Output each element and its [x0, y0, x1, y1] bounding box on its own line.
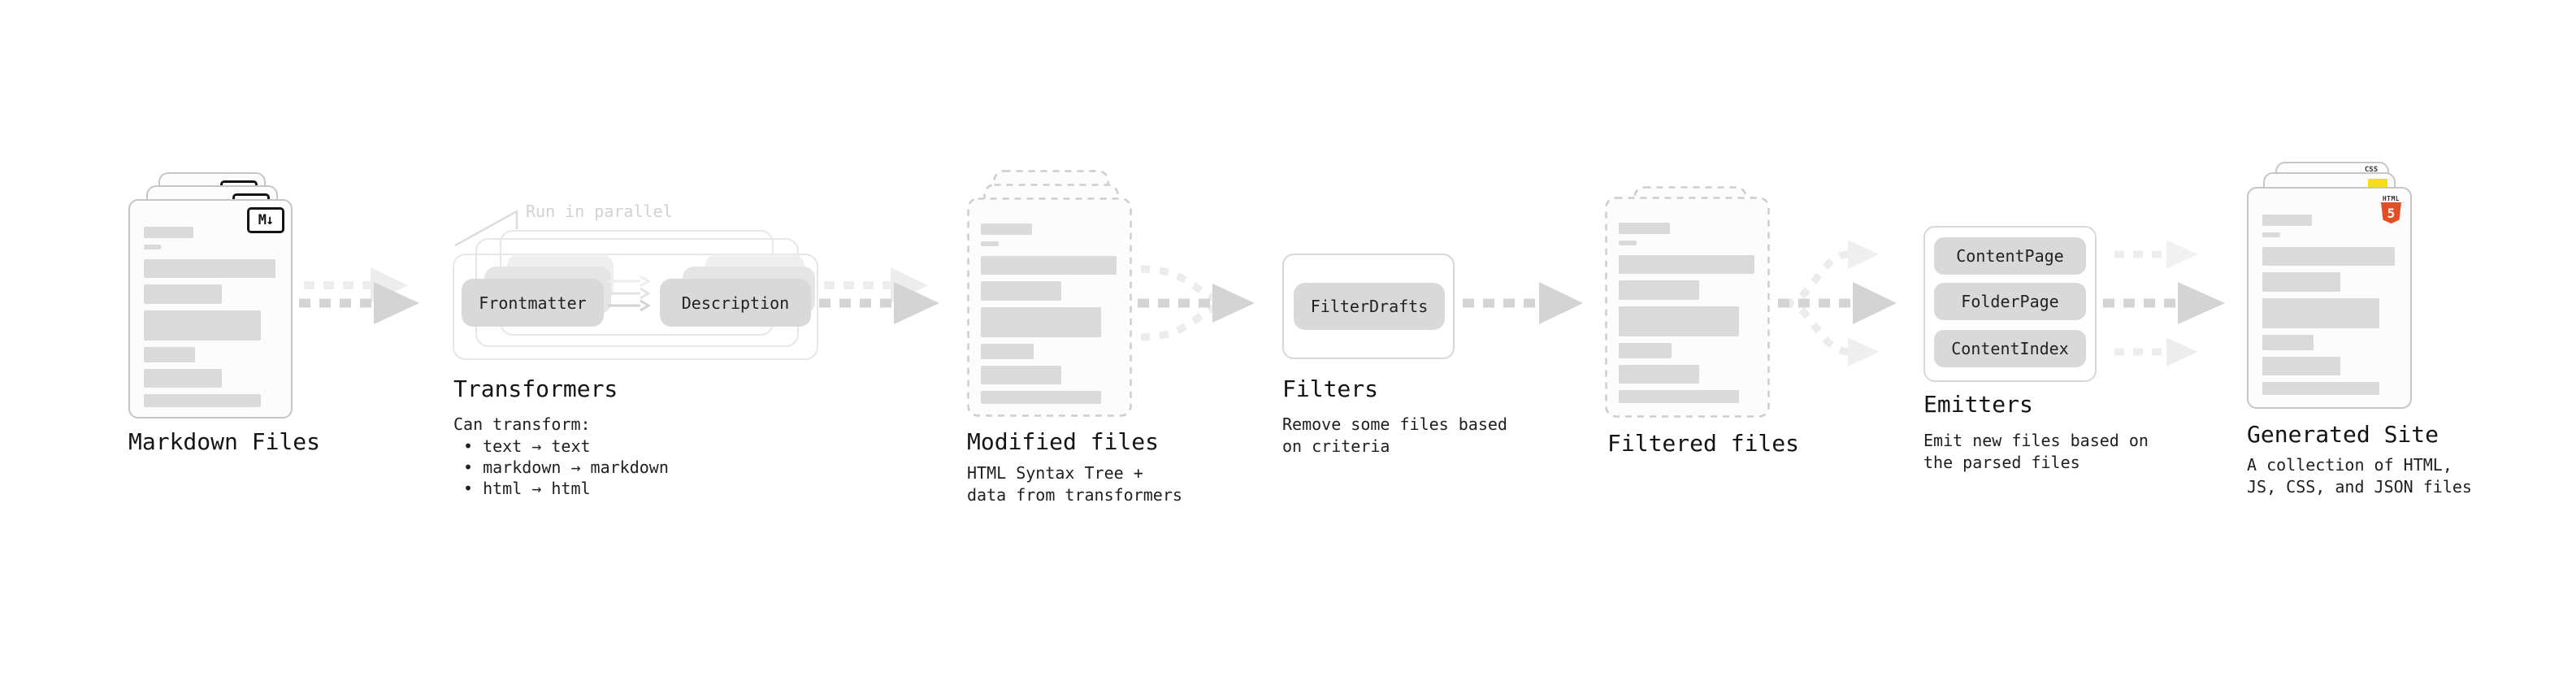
markdown-icon: M↓	[247, 207, 284, 233]
note-item: markdown → markdown	[463, 457, 669, 478]
note-item: text → text	[463, 436, 669, 457]
split-arrow-icon	[1778, 240, 1897, 367]
markdown-files-title: Markdown Files	[128, 428, 321, 455]
merge-arrow-icon	[1138, 265, 1255, 341]
filters-subtitle: Remove some files based on criteria	[1282, 414, 1507, 456]
doc-content-bars	[144, 227, 278, 414]
transformers-note-list: text → text markdown → markdown html → h…	[463, 436, 669, 499]
transformers-note-heading: Can transform:	[453, 414, 591, 434]
generated-site-title: Generated Site	[2247, 421, 2439, 448]
description-pill: Description	[660, 279, 811, 327]
flow-arrow-icon	[299, 267, 419, 324]
generated-doc-card-front: HTML 5	[2247, 187, 2412, 409]
contentindex-pill: ContentIndex	[1934, 330, 2086, 367]
filtered-files-title: Filtered files	[1607, 430, 1800, 457]
emitters-title: Emitters	[1923, 391, 2033, 418]
contentpage-pill: ContentPage	[1934, 237, 2086, 275]
note-item: html → html	[463, 478, 669, 499]
generated-site-subtitle: A collection of HTML, JS, CSS, and JSON …	[2247, 455, 2472, 497]
parallel-arrows-icon	[608, 276, 651, 312]
filtered-doc-card-front	[1605, 197, 1770, 418]
triple-arrow-icon	[2103, 240, 2225, 367]
parallel-leader-line	[454, 209, 518, 247]
folderpage-pill: FolderPage	[1934, 283, 2086, 320]
flow-arrow-icon	[819, 267, 939, 324]
flow-arrow-icon	[1463, 282, 1583, 324]
transformer-container-front	[453, 254, 818, 360]
modified-files-title: Modified files	[967, 428, 1160, 455]
run-in-parallel-label: Run in parallel	[526, 202, 673, 221]
modified-files-subtitle: HTML Syntax Tree + data from transformer…	[967, 463, 1182, 505]
emitters-subtitle: Emit new files based on the parsed files	[1923, 431, 2149, 472]
filterdrafts-pill: FilterDrafts	[1294, 283, 1445, 330]
html5-icon: HTML 5	[2380, 195, 2402, 223]
filters-title: Filters	[1282, 375, 1379, 402]
transformers-title: Transformers	[453, 375, 618, 402]
doc-content-bars	[2262, 215, 2397, 401]
doc-content-bars	[1619, 223, 1757, 410]
modified-doc-card-front	[967, 197, 1132, 417]
doc-content-bars	[981, 223, 1119, 410]
frontmatter-pill: Frontmatter	[462, 279, 604, 327]
markdown-doc-card-front: M↓	[128, 199, 293, 419]
